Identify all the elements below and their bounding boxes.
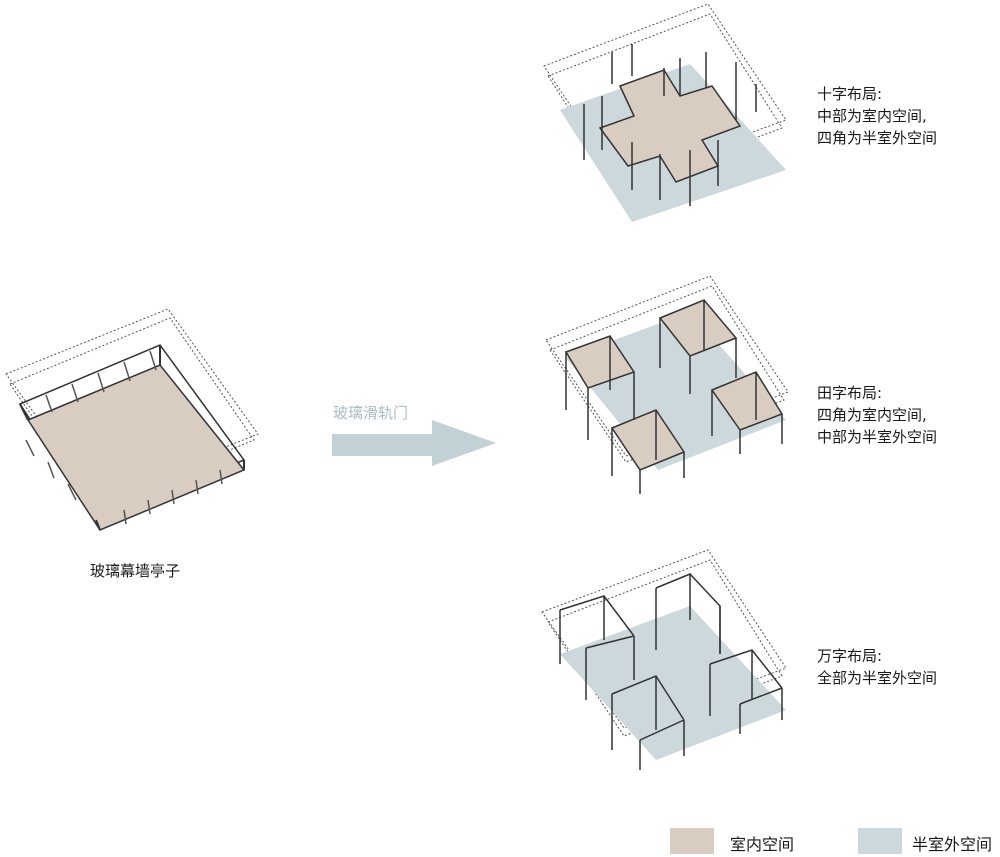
glass-curtain-pavilion: [5, 308, 259, 531]
caption-line: 田字布局:: [817, 384, 883, 402]
tian-layout-caption: 田字布局: 四角为室内空间, 中部为半室外空间: [817, 382, 937, 448]
wan-layout-caption: 万字布局: 全部为半室外空间: [817, 645, 937, 689]
legend-label-semi-outdoor: 半室外空间: [912, 835, 993, 854]
tian-layout-drawing: [545, 275, 789, 494]
caption-line: 万字布局:: [817, 647, 883, 665]
legend-swatch-semi-outdoor: [858, 828, 902, 854]
caption-line: 全部为半室外空间: [817, 669, 938, 687]
caption-line: 四角为室内空间,: [817, 406, 927, 424]
legend-swatch-indoor: [670, 828, 714, 854]
caption-line: 十字布局:: [817, 85, 883, 103]
legend-label-indoor: 室内空间: [730, 835, 795, 854]
arrow-label: 玻璃滑轨门: [333, 404, 409, 422]
caption-line: 中部为半室外空间: [817, 428, 938, 446]
cross-layout-drawing: [543, 3, 787, 222]
pavilion-caption: 玻璃幕墙亭子: [90, 562, 181, 580]
cross-layout-caption: 十字布局: 中部为室内空间, 四角为半室外空间: [817, 83, 937, 149]
caption-line: 四角为半室外空间: [817, 129, 938, 147]
arrow-shape: [332, 420, 496, 466]
wan-layout-drawing: [541, 549, 787, 770]
caption-line: 中部为室内空间,: [817, 107, 927, 125]
